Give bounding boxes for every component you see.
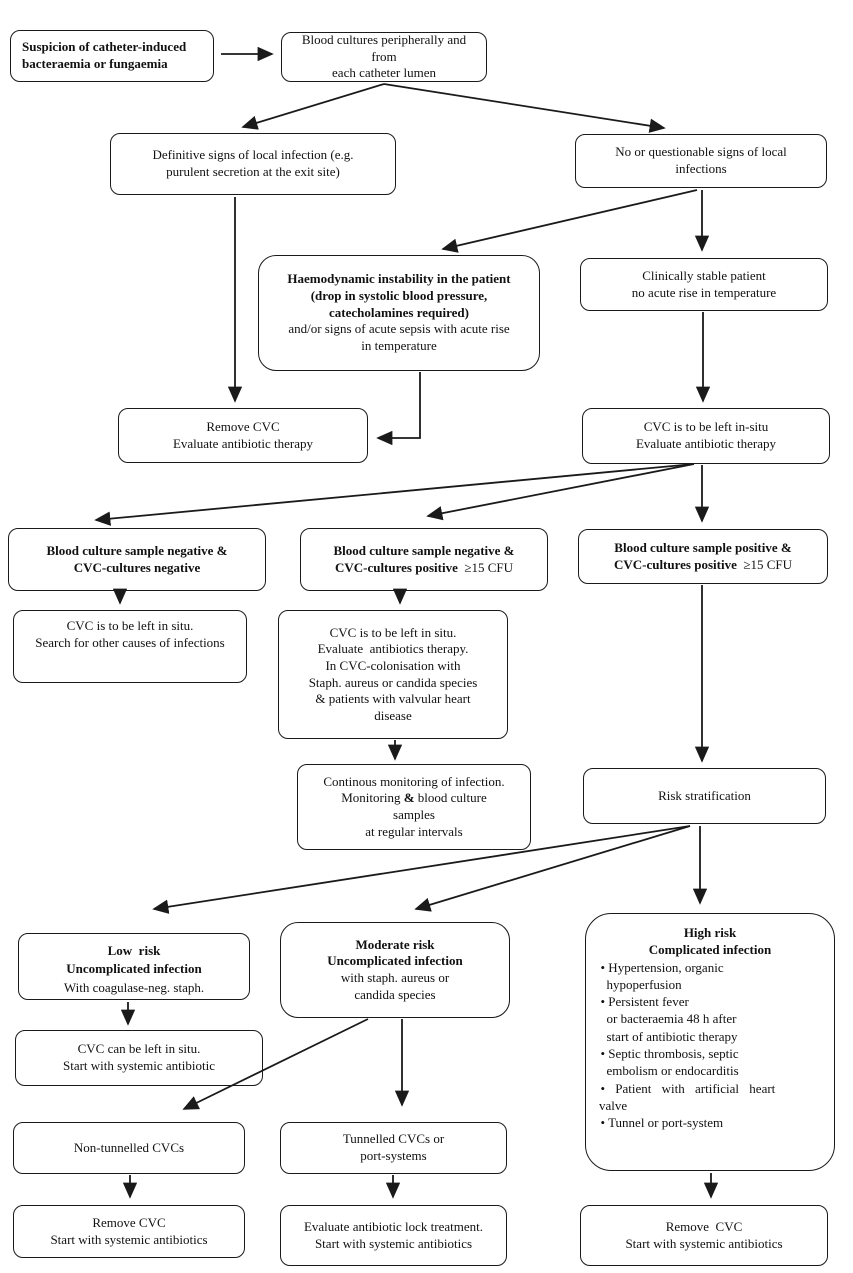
node-col1-insitu: CVC is to be left in situ. Search for ot… bbox=[13, 610, 247, 683]
node-col3-header: Blood culture sample positive & CVC-cult… bbox=[578, 529, 828, 584]
node-haemodynamic-instability: Haemodynamic instability in the patient … bbox=[258, 255, 540, 371]
node-no-questionable-signs: No or questionable signs of local infect… bbox=[575, 134, 827, 188]
node-cvc-can-be-left: CVC can be left in situ. Start with syst… bbox=[15, 1030, 263, 1086]
node-remove-cvc-1: Remove CVC Evaluate antibiotic therapy bbox=[118, 408, 368, 463]
arrow-cultures-to-no-questionable bbox=[383, 83, 666, 133]
arrow-cultures-to-definitive bbox=[241, 83, 385, 130]
node-lock-treatment: Evaluate antibiotic lock treatment. Star… bbox=[280, 1205, 507, 1266]
node-remove-cvc-3: Remove CVC Start with systemic antibioti… bbox=[580, 1205, 828, 1266]
node-clinically-stable: Clinically stable patient no acute rise … bbox=[580, 258, 828, 311]
node-col2-header: Blood culture sample negative & CVC-cult… bbox=[300, 528, 548, 591]
node-non-tunnelled-cvcs: Non-tunnelled CVCs bbox=[13, 1122, 245, 1174]
node-cvc-left-insitu: CVC is to be left in-situ Evaluate antib… bbox=[582, 408, 830, 464]
node-continuous-monitoring: Continous monitoring of infection. Monit… bbox=[297, 764, 531, 850]
node-col2-insitu: CVC is to be left in situ. Evaluate anti… bbox=[278, 610, 508, 739]
node-moderate-risk: Moderate risk Uncomplicated infection wi… bbox=[280, 922, 510, 1018]
arrow-insitu-to-col2 bbox=[426, 463, 695, 521]
node-blood-cultures: Blood cultures peripherally and from eac… bbox=[281, 32, 487, 82]
node-tunnelled-cvcs: Tunnelled CVCs or port-systems bbox=[280, 1122, 507, 1174]
node-col1-header: Blood culture sample negative & CVC-cult… bbox=[8, 528, 266, 591]
node-remove-cvc-2: Remove CVC Start with systemic antibioti… bbox=[13, 1205, 245, 1258]
arrow-insitu-to-col1 bbox=[94, 463, 695, 526]
arrow-haemodynamic-to-remove-cvc bbox=[376, 372, 421, 446]
arrow-noquestionable-to-haemodynamic bbox=[441, 189, 698, 253]
node-risk-stratification: Risk stratification bbox=[583, 768, 826, 824]
node-high-risk: High risk Complicated infection • Hypert… bbox=[585, 913, 835, 1171]
node-low-risk: Low risk Uncomplicated infection With co… bbox=[18, 933, 250, 1000]
node-definitive-signs: Definitive signs of local infection (e.g… bbox=[110, 133, 396, 195]
node-suspicion: Suspicion of catheter-induced bacteraemi… bbox=[10, 30, 214, 82]
